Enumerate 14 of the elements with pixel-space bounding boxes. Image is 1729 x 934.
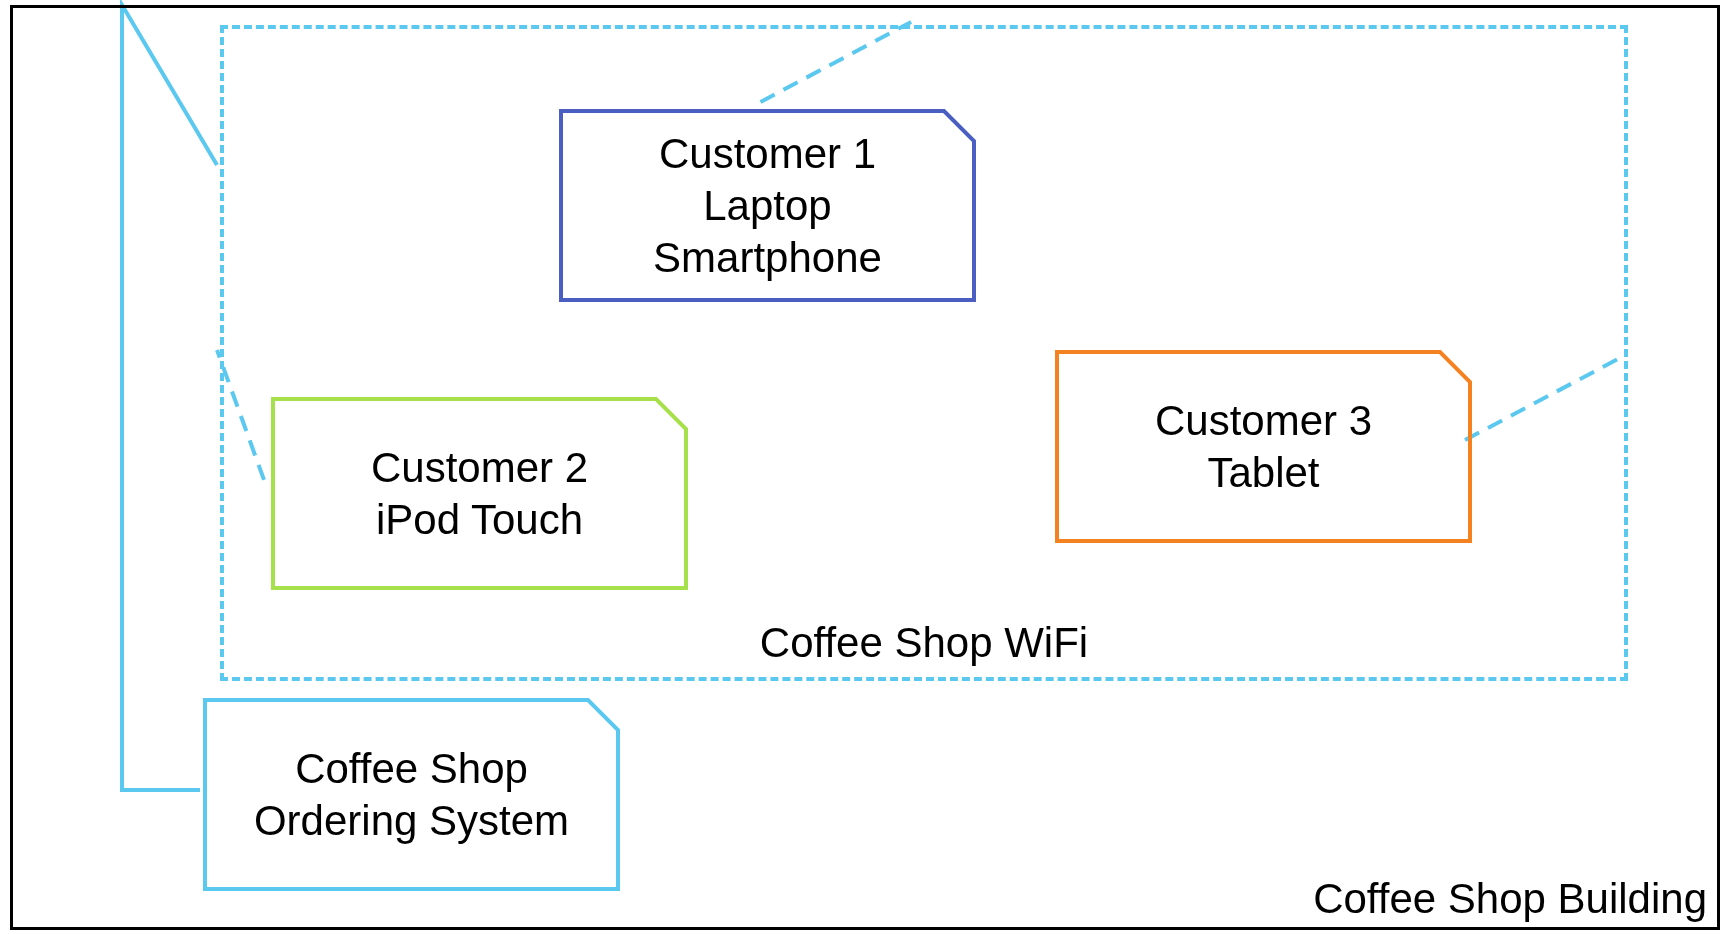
wireless-link xyxy=(215,349,266,481)
wifi-zone xyxy=(220,25,1628,681)
device-label: Customer 3 Tablet xyxy=(1153,395,1374,498)
device-note xyxy=(559,109,976,302)
building-frame xyxy=(10,5,1720,930)
system-label: Coffee Shop Ordering System xyxy=(252,743,571,846)
device-note xyxy=(271,397,688,590)
system-note xyxy=(203,698,620,891)
device-label: Customer 1 Laptop Smartphone xyxy=(652,128,883,283)
wifi-label: Coffee Shop WiFi xyxy=(759,618,1089,668)
network-cable xyxy=(120,0,219,792)
device-note xyxy=(1055,350,1472,543)
device-label: Customer 2 iPod Touch xyxy=(369,442,590,545)
building-label: Coffee Shop Building xyxy=(1313,874,1707,924)
